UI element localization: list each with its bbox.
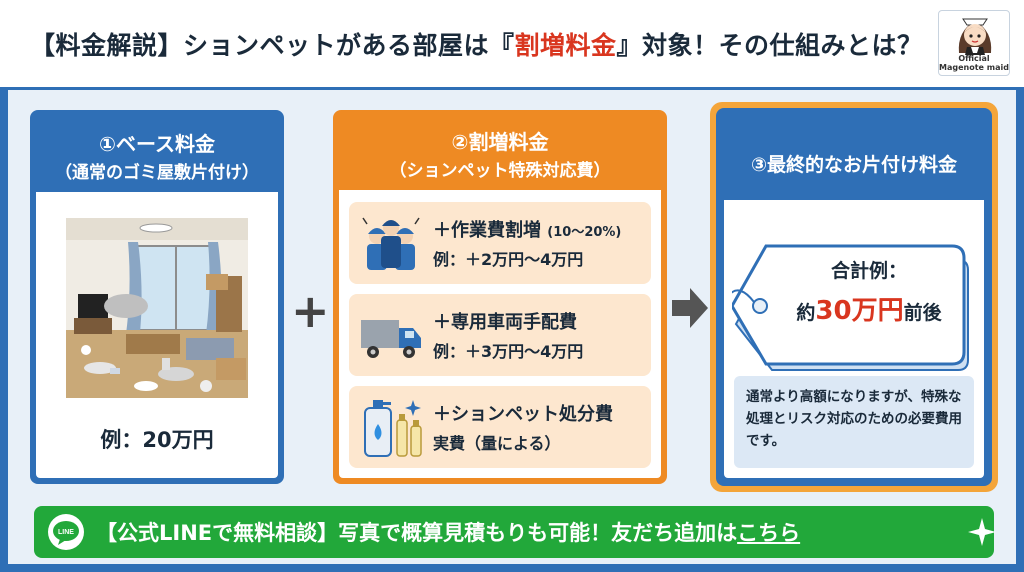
header: 【料金解説】ションペットがある部屋は『割増料金』対象！その仕組みとは？ Offi… [0,0,1024,90]
surcharge-item-labor: ＋作業費割増 (10〜20%) 例：＋2万円〜4万円 [349,202,651,284]
surcharge-disposal-detail: 実費（量による） [433,434,561,453]
surcharge-box: ②割増料金 （ションペット特殊対応費） ＋作業費割増 (10〜20%) 例：＋2… [333,110,667,484]
final-fee-box: ③最終的なお片付け料金 合計例： 約30万円前後 通常より高額になりますが、特殊… [710,102,998,492]
tag-total-label: 合計例： [830,260,907,282]
surcharge-title: ②割増料金 [451,130,549,154]
line-logo-text: LINE [58,529,74,536]
cta-link[interactable]: こちら [737,521,801,545]
surcharge-item-vehicle: ＋専用車両手配費 例：＋3万円〜4万円 [349,294,651,376]
line-icon: LINE [48,514,84,550]
mascot-badge: Official Magenote maid [938,10,1010,76]
surcharge-disposal-label: ＋ションペット処分費 [433,404,613,425]
price-tag-icon [732,244,969,371]
surcharge-subtitle: （ションペット特殊対応費） [389,161,611,181]
base-fee-body: 例：20万円 [36,192,278,478]
surcharge-labor-detail: 例：＋2万円〜4万円 [433,250,584,269]
plus-sign: + [291,284,330,338]
base-fee-box: ①ベース料金 （通常のゴミ屋敷片付け） [30,110,284,484]
surcharge-labor-label: ＋作業費割増 [433,220,541,241]
title-highlight: 割増料金 [514,31,617,60]
bottles-icon [364,400,422,457]
workers-icon [362,217,420,270]
surcharge-labor-note: (10〜20%) [547,225,622,240]
line-cta-button[interactable]: LINE 【公式LINEで無料相談】写真で概算見積もりも可能！友だち追加はこちら [34,506,996,558]
final-fee-title: ③最終的なお片付け料金 [750,154,958,176]
tag-total-value: 約30万円前後 [796,296,942,326]
page-title: 【料金解説】ションペットがある部屋は『割増料金』対象！その仕組みとは？ [30,31,923,60]
final-fee-body: 合計例： 約30万円前後 通常より高額になりますが、特殊な処理とリスク対応のため… [724,200,984,478]
truck-icon [361,320,421,358]
base-fee-example: 例：20万円 [100,428,214,452]
tag-amount: 30万円 [815,296,904,326]
cta-text: 【公式LINEで無料相談】写真で概算見積もりも可能！友だち追加は [96,521,738,545]
messy-room-illustration [66,218,248,398]
mascot-label: Official Magenote maid [939,54,1009,72]
base-fee-title: ①ベース料金 [99,132,215,156]
base-fee-subtitle: （通常のゴミ屋敷片付け） [55,163,259,183]
arrow-right-icon [672,288,708,328]
final-fee-note: 通常より高額になりますが、特殊な処理とリスク対応のための必要費用です。 [734,376,974,468]
surcharge-vehicle-label: ＋専用車両手配費 [433,312,577,333]
surcharge-item-disposal: ＋ションペット処分費 実費（量による） [349,386,651,468]
sparkle-icon [968,518,996,546]
maid-mascot-icon [958,18,992,55]
surcharge-vehicle-detail: 例：＋3万円〜4万円 [433,342,584,361]
